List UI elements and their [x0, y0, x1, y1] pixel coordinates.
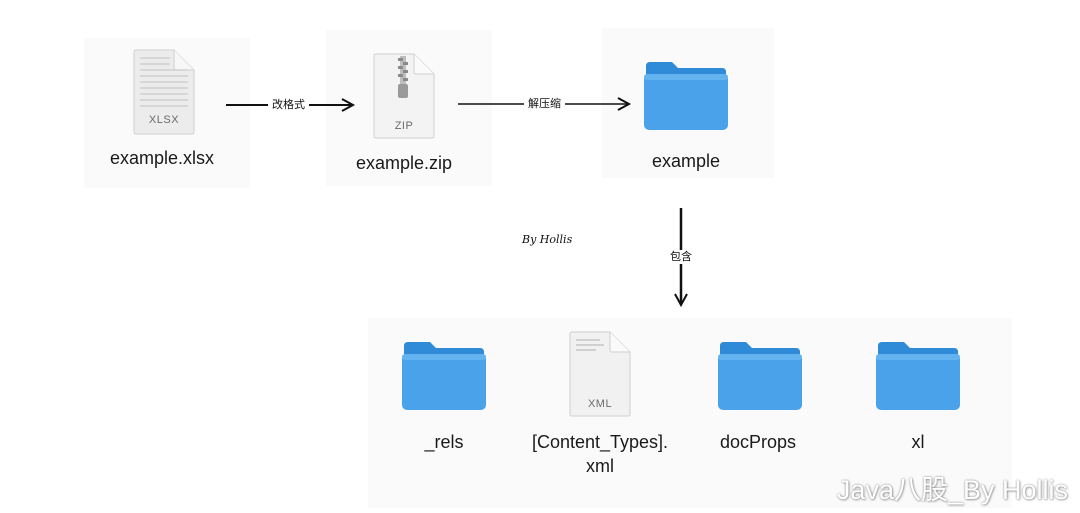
rename-edge-label: 改格式: [268, 98, 309, 112]
zip-file-node[interactable]: ZIP: [370, 52, 438, 140]
zip-file-label: example.zip: [355, 153, 453, 173]
zip-file-icon: [373, 53, 435, 139]
byline: By Hollis: [522, 233, 573, 246]
rels-folder-node[interactable]: [400, 338, 488, 412]
xlsx-file-icon: [133, 49, 195, 135]
content-types-label-line2: xml: [586, 456, 614, 476]
unzip-edge-label: 解压缩: [524, 97, 565, 111]
folder-icon: [402, 342, 486, 410]
xlsx-type-tag: XLSX: [148, 114, 180, 126]
xlsx-file-label: example.xlsx: [109, 148, 215, 168]
zip-type-tag: ZIP: [394, 120, 414, 132]
folder-icon: [644, 62, 728, 130]
folder-icon: [718, 342, 802, 410]
folder-icon: [876, 342, 960, 410]
watermark: Java八股_By Hollis: [836, 475, 1068, 505]
contains-edge-label: 包含: [666, 250, 696, 264]
rels-folder-label: _rels: [424, 432, 464, 452]
content-types-label-line1: [Content_Types].: [531, 432, 669, 452]
xl-folder-node[interactable]: [874, 338, 962, 412]
docprops-folder-node[interactable]: [716, 338, 804, 412]
content-types-file-node[interactable]: XML: [566, 330, 634, 418]
xl-folder-label: xl: [911, 432, 925, 452]
example-folder-label: example: [651, 151, 721, 171]
xlsx-file-node[interactable]: XLSX: [130, 48, 198, 136]
xml-file-icon: [569, 331, 631, 417]
xml-type-tag: XML: [587, 398, 613, 410]
example-folder-node[interactable]: [642, 58, 730, 132]
docprops-folder-label: docProps: [719, 432, 797, 452]
